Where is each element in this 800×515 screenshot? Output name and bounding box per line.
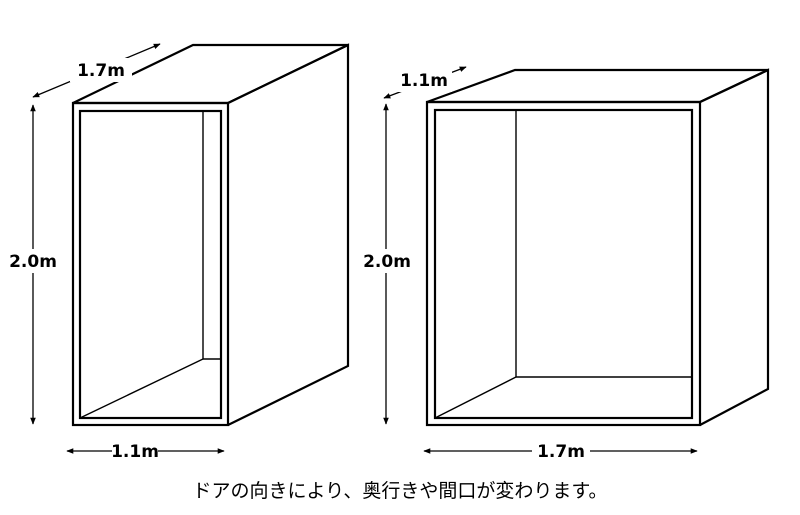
right-box-top-face (426, 68, 769, 104)
right-box-side-face (699, 68, 770, 426)
left-box-front-frame (71, 101, 230, 427)
right-height-label: 2.0m (363, 252, 411, 272)
right-box-front-frame (425, 100, 702, 427)
left-height-label: 2.0m (9, 252, 57, 272)
right-box-floor-edge (434, 376, 517, 419)
left-box-floor-edge (79, 358, 204, 419)
left-depth-label: 1.7m (77, 61, 125, 81)
right-depth-label: 1.1m (400, 71, 448, 91)
left-box (71, 43, 350, 427)
right-box (425, 68, 770, 427)
right-width-label: 1.7m (537, 442, 585, 462)
left-box-side-face (227, 43, 350, 426)
diagram-caption: ドアの向きにより、奥行きや間口が変わります。 (193, 480, 608, 502)
left-box-front-opening (78, 109, 223, 420)
left-width-label: 1.1m (111, 442, 159, 462)
right-box-front-opening (433, 108, 694, 420)
